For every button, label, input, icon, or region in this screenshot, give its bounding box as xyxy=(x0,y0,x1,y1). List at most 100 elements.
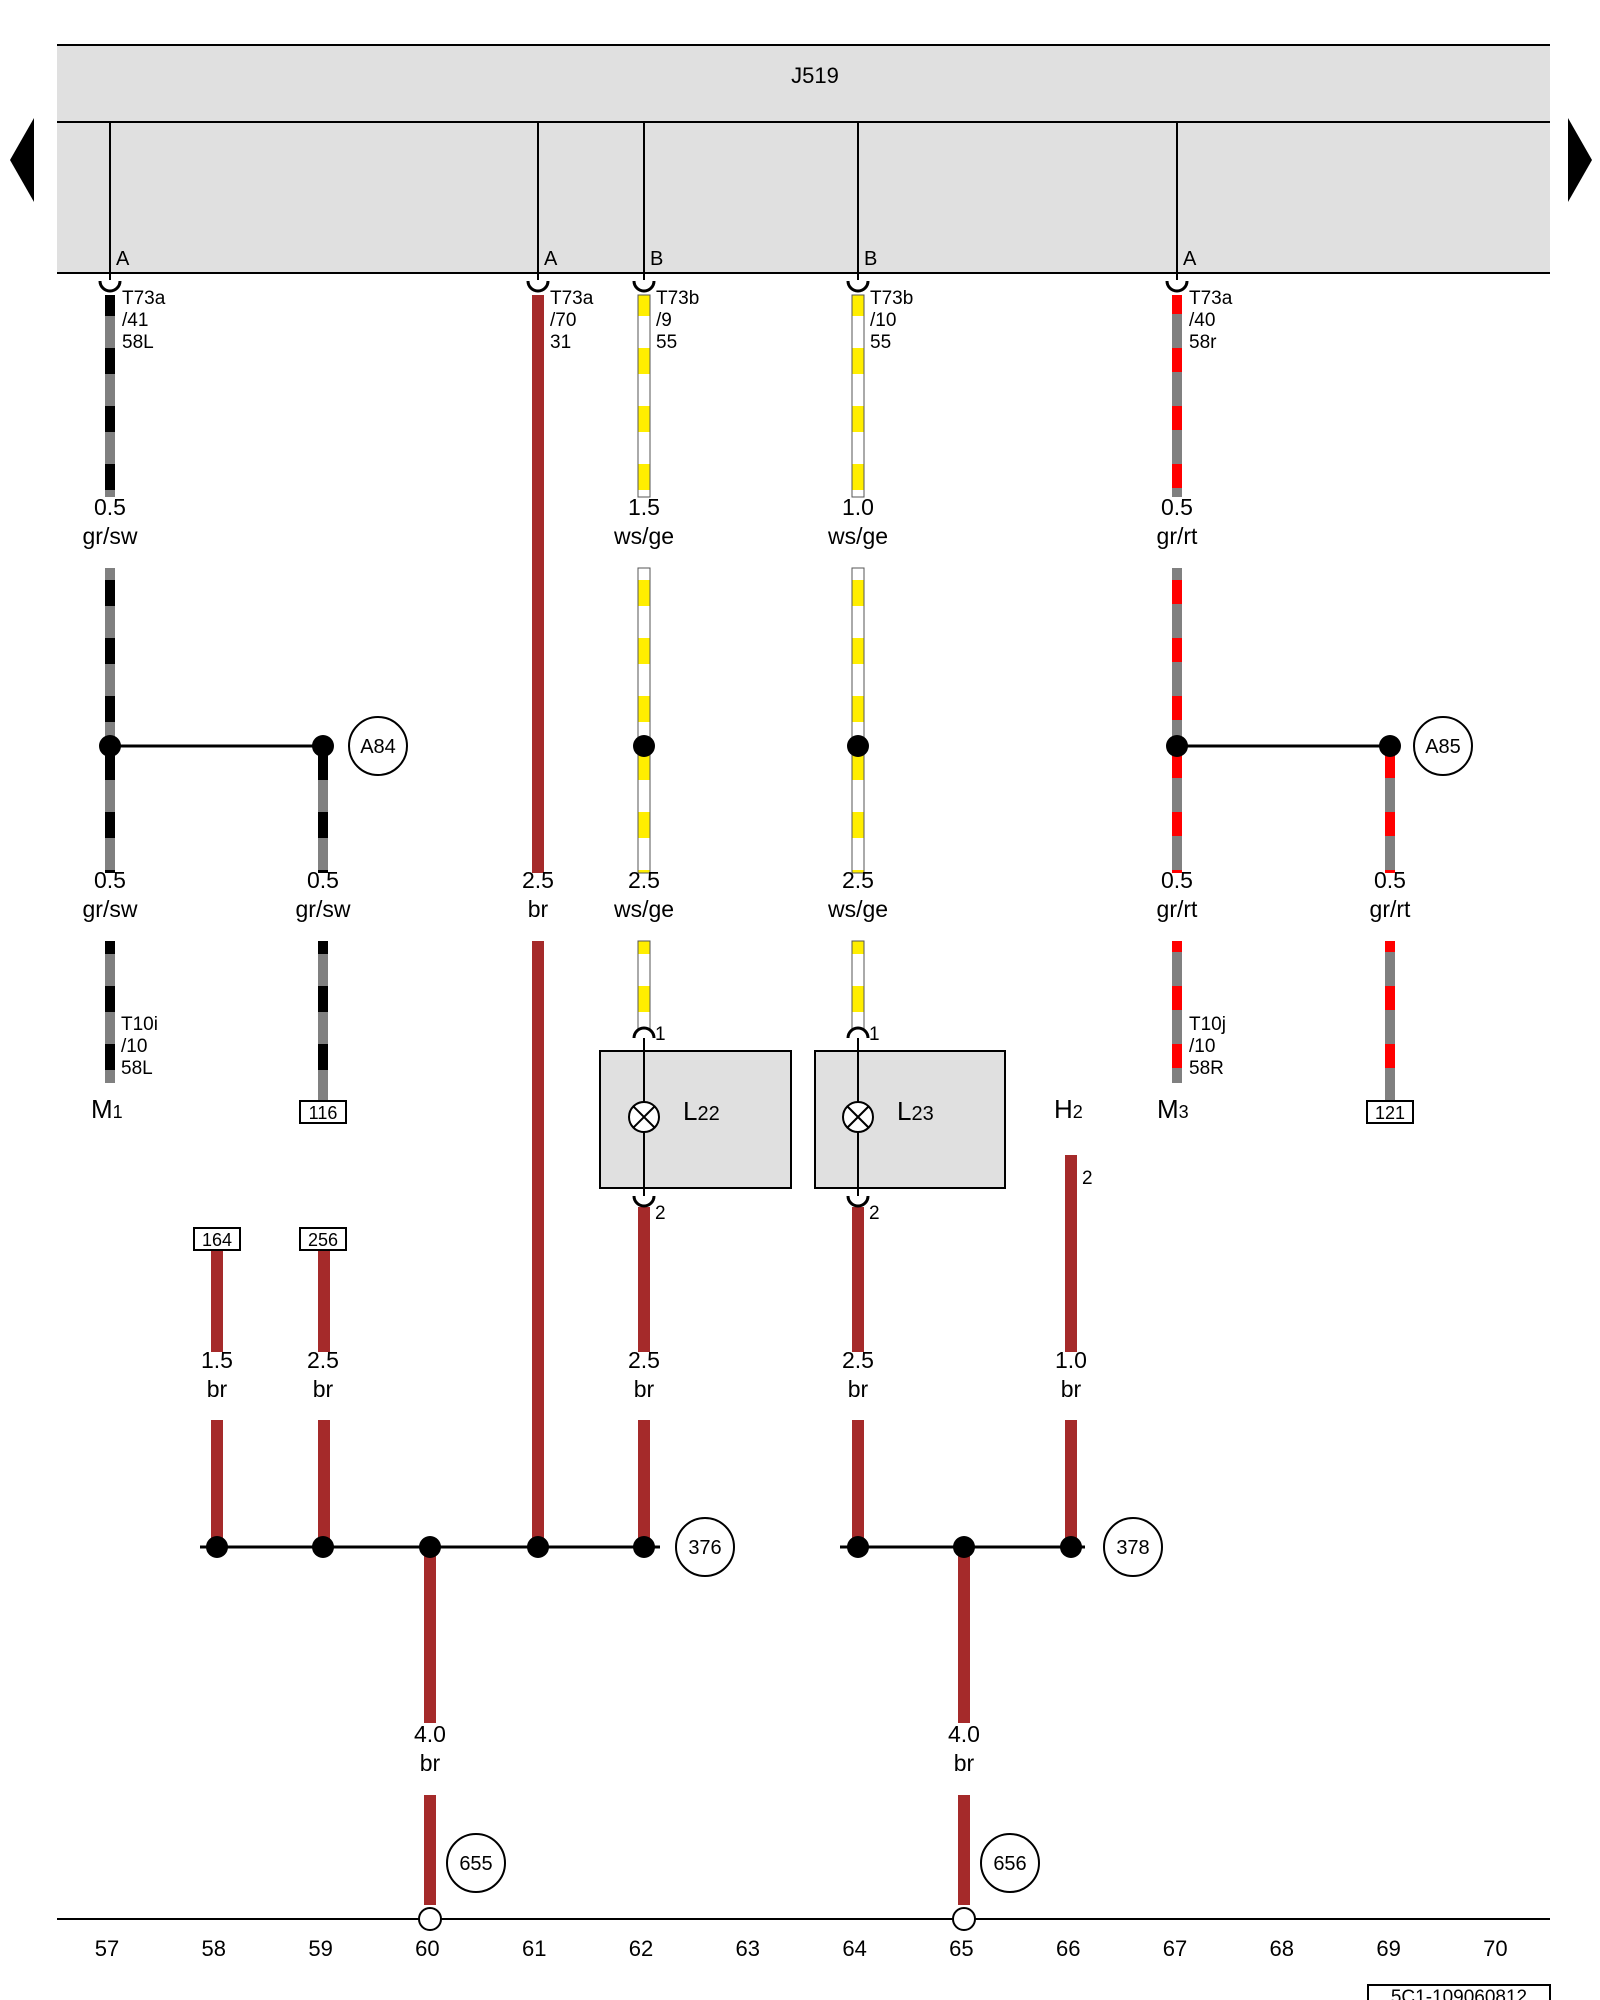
wire-color-label: br xyxy=(420,1750,441,1776)
wire-size-label: 0.5 xyxy=(1161,867,1193,893)
wire-size-label: 2.5 xyxy=(522,867,554,893)
wire-color-label: br xyxy=(528,896,549,922)
reference-circle xyxy=(980,1833,1040,1893)
reference-circle xyxy=(1413,716,1473,776)
reference-circle-label: 378 xyxy=(1116,1537,1149,1559)
pin-letter: A xyxy=(544,248,558,270)
pin-label: 31 xyxy=(550,332,571,353)
wire-gr-sw xyxy=(318,941,328,1101)
wire-color-label: gr/rt xyxy=(1157,523,1199,549)
pin-number: 2 xyxy=(869,1203,880,1224)
wire-ws-ge xyxy=(637,940,651,1030)
wire-br xyxy=(424,1547,436,1723)
pin-letter: B xyxy=(650,248,663,270)
wire-br xyxy=(1065,1420,1077,1547)
reference-box xyxy=(299,1227,347,1251)
next-page-arrow-icon[interactable] xyxy=(1568,118,1592,202)
pin-label: 58r xyxy=(1189,332,1217,353)
wire-color-label: gr/sw xyxy=(83,896,138,922)
splice-dots xyxy=(99,735,1401,1558)
component-h2: H2 xyxy=(1054,1094,1083,1124)
wire-br xyxy=(852,1420,864,1547)
wire-color-label: br xyxy=(848,1376,869,1402)
column-number: 67 xyxy=(1163,1936,1187,1961)
previous-page-arrow-icon[interactable] xyxy=(10,118,34,202)
component-m3: M3 xyxy=(1157,1094,1189,1124)
wire-ws-ge xyxy=(637,567,651,874)
connector-label: T10i xyxy=(121,1014,158,1035)
reference-box xyxy=(1366,1100,1414,1124)
wire-gr-rt xyxy=(1385,941,1395,1101)
wire-br xyxy=(1065,1155,1077,1352)
column-number: 66 xyxy=(1056,1936,1080,1961)
wire-size-label: 1.5 xyxy=(201,1347,233,1373)
reference-box-label: 256 xyxy=(308,1230,338,1250)
pin-label: /70 xyxy=(550,310,576,331)
document-id-box: 5C1-109060812 xyxy=(1367,1984,1551,2000)
reference-circle-label: 656 xyxy=(993,1853,1026,1875)
wires xyxy=(105,294,1395,1905)
reference-circle-label: 655 xyxy=(459,1853,492,1875)
wire-br xyxy=(211,1250,223,1352)
wire-color-label: gr/rt xyxy=(1370,896,1412,922)
pin-letter: B xyxy=(864,248,877,270)
wire-ws-ge xyxy=(851,294,865,498)
wire-size-label: 0.5 xyxy=(1161,494,1193,520)
wire-color-label: br xyxy=(207,1376,228,1402)
wire-size-label: 1.5 xyxy=(628,494,660,520)
pin-labels: AT73a/4158LAT73a/7031BT73b/955BT73b/1055… xyxy=(116,248,1233,353)
connector-label: /10 xyxy=(1189,1036,1215,1057)
component-l23: L23 xyxy=(897,1096,934,1126)
wire-gr-rt xyxy=(1172,941,1182,1083)
reference-circle xyxy=(675,1517,735,1577)
pin-number: 2 xyxy=(655,1203,666,1224)
lamp-l22 xyxy=(599,1038,792,1196)
wire-br xyxy=(958,1795,970,1905)
reference-box-label: 121 xyxy=(1375,1103,1405,1123)
ground-point-65 xyxy=(952,1907,976,1931)
wire-size-label: 1.0 xyxy=(1055,1347,1087,1373)
wire-size-label: 2.5 xyxy=(842,1347,874,1373)
pin-label: T73a xyxy=(122,288,166,309)
reference-circle-label: A85 xyxy=(1425,736,1461,758)
component-m1: M1 xyxy=(91,1094,123,1124)
wire-color-label: br xyxy=(1061,1376,1082,1402)
wire-size-label: 4.0 xyxy=(948,1721,980,1747)
column-number: 69 xyxy=(1376,1936,1400,1961)
reference-circle xyxy=(348,716,408,776)
connector-label: T10j xyxy=(1189,1014,1226,1035)
wire-size-label: 0.5 xyxy=(307,867,339,893)
reference-box-label: 116 xyxy=(309,1103,338,1123)
wire-br xyxy=(318,1250,330,1352)
column-number: 58 xyxy=(202,1936,226,1961)
wire-gr-sw xyxy=(105,568,115,873)
wire-size-label: 0.5 xyxy=(94,494,126,520)
wire-br xyxy=(424,1795,436,1905)
wire-br xyxy=(638,1207,650,1352)
wire-color-label: br xyxy=(313,1376,334,1402)
wire-color-label: br xyxy=(954,1750,975,1776)
wire-gr-rt xyxy=(1172,295,1182,497)
wire-color-label: gr/sw xyxy=(296,896,351,922)
wire-gr-rt xyxy=(1172,568,1182,873)
wire-color-label: br xyxy=(634,1376,655,1402)
column-number: 57 xyxy=(95,1936,119,1961)
wire-color-label: ws/ge xyxy=(613,523,674,549)
branch-lines xyxy=(57,744,1550,1920)
pin-number: 1 xyxy=(869,1024,880,1045)
control-unit-j519: J519 xyxy=(57,44,1550,274)
control-unit-label: J519 xyxy=(791,63,839,88)
reference-circle xyxy=(1103,1517,1163,1577)
pin-label: T73b xyxy=(656,288,699,309)
pin-label: /10 xyxy=(870,310,896,331)
column-number: 70 xyxy=(1483,1936,1507,1961)
wire-br xyxy=(318,1420,330,1547)
column-number: 59 xyxy=(308,1936,332,1961)
column-number: 60 xyxy=(415,1936,439,1961)
wire-ws-ge xyxy=(637,294,651,498)
reference-box xyxy=(193,1227,241,1251)
wire-size-label: 0.5 xyxy=(94,867,126,893)
